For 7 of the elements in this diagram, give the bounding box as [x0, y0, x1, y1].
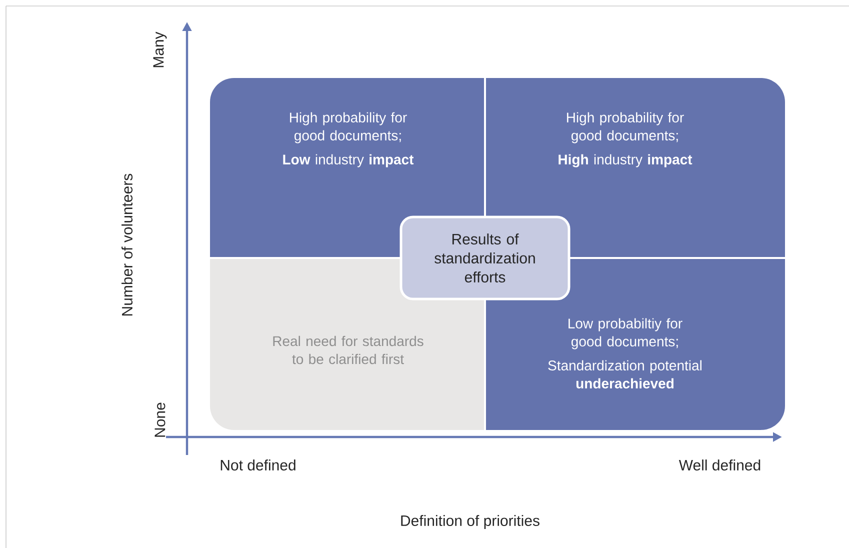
axis-end-label: Many	[153, 32, 167, 68]
axis-title: Number of volunteers	[122, 174, 132, 316]
axis-end-label: Not defined	[220, 459, 296, 470]
axis-end-label: Well defined	[678, 459, 760, 470]
axis-title: Definition of priorities	[401, 515, 540, 529]
axis-end-label: None	[154, 402, 166, 437]
center-box: Results of standardization efforts	[400, 216, 570, 300]
